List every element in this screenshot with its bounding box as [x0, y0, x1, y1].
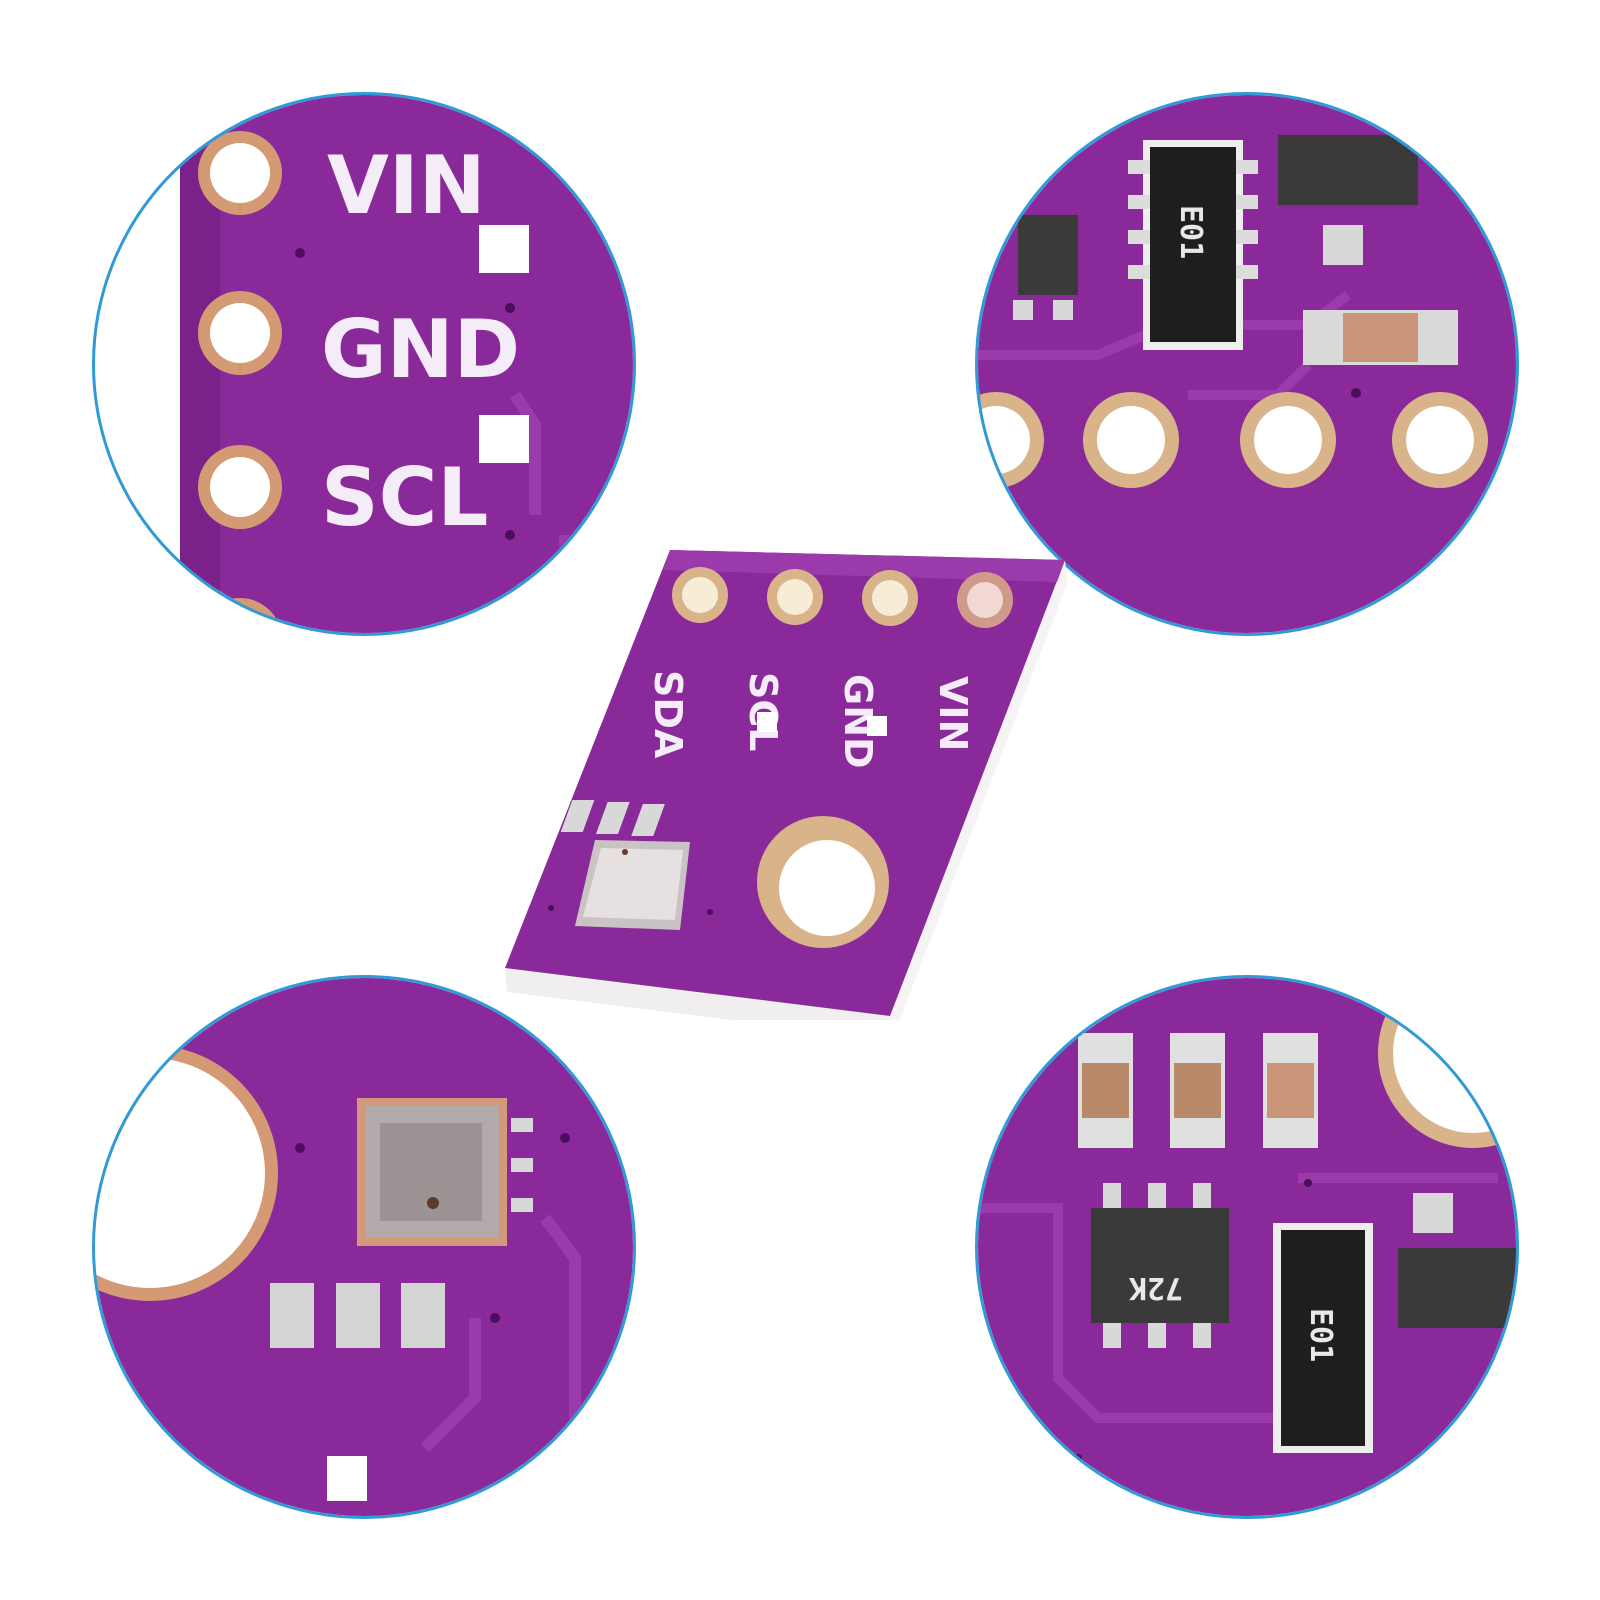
label-gnd: GND — [321, 303, 520, 396]
components-illustration: 72K E01 — [978, 978, 1516, 1516]
closeup-regulator: E01 — [975, 92, 1519, 636]
smd-resistor — [336, 1283, 380, 1348]
via — [295, 248, 305, 258]
resistor-array-chip — [1150, 147, 1236, 342]
regulator-illustration: E01 — [978, 95, 1516, 633]
via — [505, 530, 515, 540]
resistor-array-chip — [1281, 1230, 1365, 1446]
via — [548, 905, 554, 911]
label-scl: SCL — [321, 451, 488, 544]
board-edge — [505, 968, 891, 1020]
transistor-chip — [1278, 135, 1418, 205]
via — [505, 303, 515, 313]
sensor-board-view: SDA SCL GND VIN — [495, 540, 1085, 1020]
silk-square — [479, 415, 529, 463]
silk-square — [479, 225, 529, 273]
chip-marking-e01: E01 — [1173, 205, 1208, 259]
smd-resistor — [401, 1283, 445, 1348]
pcb-trace — [978, 1173, 1498, 1423]
chip-marking-e01: E01 — [1303, 1308, 1338, 1362]
via — [560, 1133, 570, 1143]
closeup-components: 72K E01 — [975, 975, 1519, 1519]
board-label-vin: VIN — [931, 676, 975, 751]
silk-square — [757, 712, 777, 732]
sensor-illustration — [95, 978, 633, 1516]
silk-square — [867, 716, 887, 736]
smd-resistor — [595, 802, 630, 834]
smd-resistor — [270, 1283, 314, 1348]
chip-marking-72k: 72K — [1129, 1270, 1183, 1305]
via — [1304, 1179, 1312, 1187]
smd-resistor — [560, 800, 595, 832]
label-vin: VIN — [327, 139, 486, 232]
regulator-chip — [1091, 1208, 1229, 1323]
via — [1074, 1454, 1082, 1462]
via — [707, 909, 713, 915]
via — [490, 1313, 500, 1323]
board-illustration: SDA SCL GND VIN — [505, 550, 1067, 1020]
silk-square — [327, 1456, 367, 1501]
board-label-sda: SDA — [646, 670, 690, 759]
via — [295, 1143, 305, 1153]
smd-resistor — [631, 804, 665, 836]
closeup-sensor — [92, 975, 636, 1519]
board-label-scl: SCL — [741, 672, 785, 751]
transistor-chip — [1398, 1248, 1516, 1328]
via — [1351, 388, 1361, 398]
